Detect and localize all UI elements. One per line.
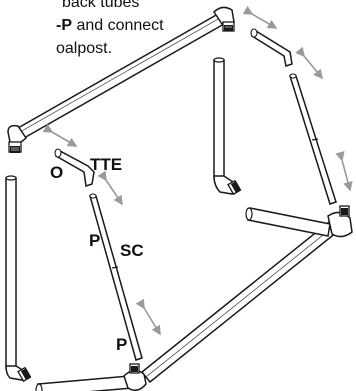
instruction-line-1: back tubes: [62, 0, 140, 11]
arrow-far-right-elbow: [295, 46, 324, 80]
part-label-o: O: [50, 163, 63, 182]
instruction-line-3: oalpost.: [56, 40, 113, 57]
part-label-tte: TTE: [90, 155, 122, 174]
assembly-arrows: [42, 5, 353, 336]
part-label-p-upper: P: [89, 231, 100, 250]
left-vertical-post: [5, 175, 17, 369]
bottom-diagonal-tube: [140, 216, 344, 384]
arrow-center-top: [42, 123, 78, 147]
right-back-tube: [245, 207, 331, 237]
foot-cap-bottom-center: [131, 366, 138, 372]
foot-cap-right: [341, 208, 348, 215]
top-right-elbow-connector: [213, 6, 235, 32]
right-post-elbow-connector: [213, 175, 242, 196]
instruction-text: back tubes -P and connect oalpost.: [0, 0, 220, 60]
top-left-elbow-connector: [7, 124, 27, 153]
instruction-line-2-rest: and connect: [72, 17, 164, 34]
top-crossbar-tube: [16, 12, 226, 140]
bottom-front-tube: [35, 375, 133, 391]
foot-cap-bottom-left: [20, 368, 32, 380]
foot-cap-top-right: [224, 25, 233, 31]
part-code-p: -P: [56, 17, 72, 34]
right-elbow-connector: [327, 205, 353, 238]
arrow-center-bottom: [135, 298, 161, 336]
part-label-p-lower: P: [116, 335, 127, 354]
arrow-center-elbow: [97, 170, 123, 206]
far-right-angled-goalpost-tube: [250, 28, 337, 205]
instruction-line-2: -P and connect: [0, 14, 220, 37]
center-angled-goalpost-tube: [54, 148, 143, 361]
part-label-sc: SC: [120, 241, 144, 260]
foot-cap-right-post: [230, 181, 242, 193]
arrow-top-right-connection: [242, 5, 278, 29]
bottom-center-elbow-connector: [123, 363, 147, 391]
foot-cap-top-left: [10, 146, 20, 153]
bottom-left-elbow-connector: [5, 365, 32, 383]
right-vertical-post: [213, 57, 225, 179]
arrow-far-right-bottom: [335, 151, 353, 192]
